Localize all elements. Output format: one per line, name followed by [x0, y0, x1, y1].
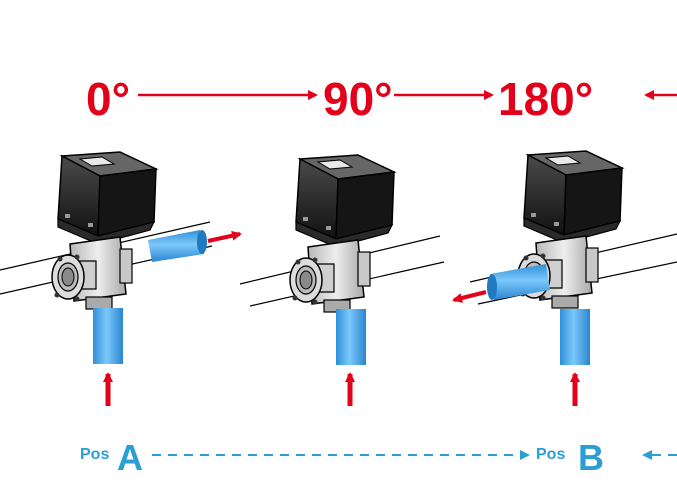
valve-actuator-icon: [289, 154, 395, 313]
pos-a-letter: A: [117, 437, 143, 478]
pos-b-prefix: Pos: [536, 446, 565, 463]
inlet-port-bottom: [336, 309, 366, 365]
inlet-port-bottom: [560, 309, 590, 365]
flow-arrow-icon: [207, 230, 242, 243]
angle-label-0: 0°: [86, 73, 130, 125]
flow-arrow-icon: [452, 290, 487, 303]
valve-actuator-icon: [51, 151, 157, 310]
inlet-port-bottom: [93, 308, 123, 364]
valve-90-deg: [239, 154, 445, 406]
pos-a-prefix: Pos: [80, 446, 109, 463]
angle-label-90: 90°: [323, 73, 393, 125]
valve-180-deg: [452, 150, 677, 406]
pos-b-letter: B: [578, 437, 604, 478]
angle-label-180: 180°: [498, 73, 593, 125]
valve-0-deg: [0, 151, 242, 406]
outlet-port-left: [490, 264, 550, 300]
outlet-port-right: [148, 230, 204, 262]
